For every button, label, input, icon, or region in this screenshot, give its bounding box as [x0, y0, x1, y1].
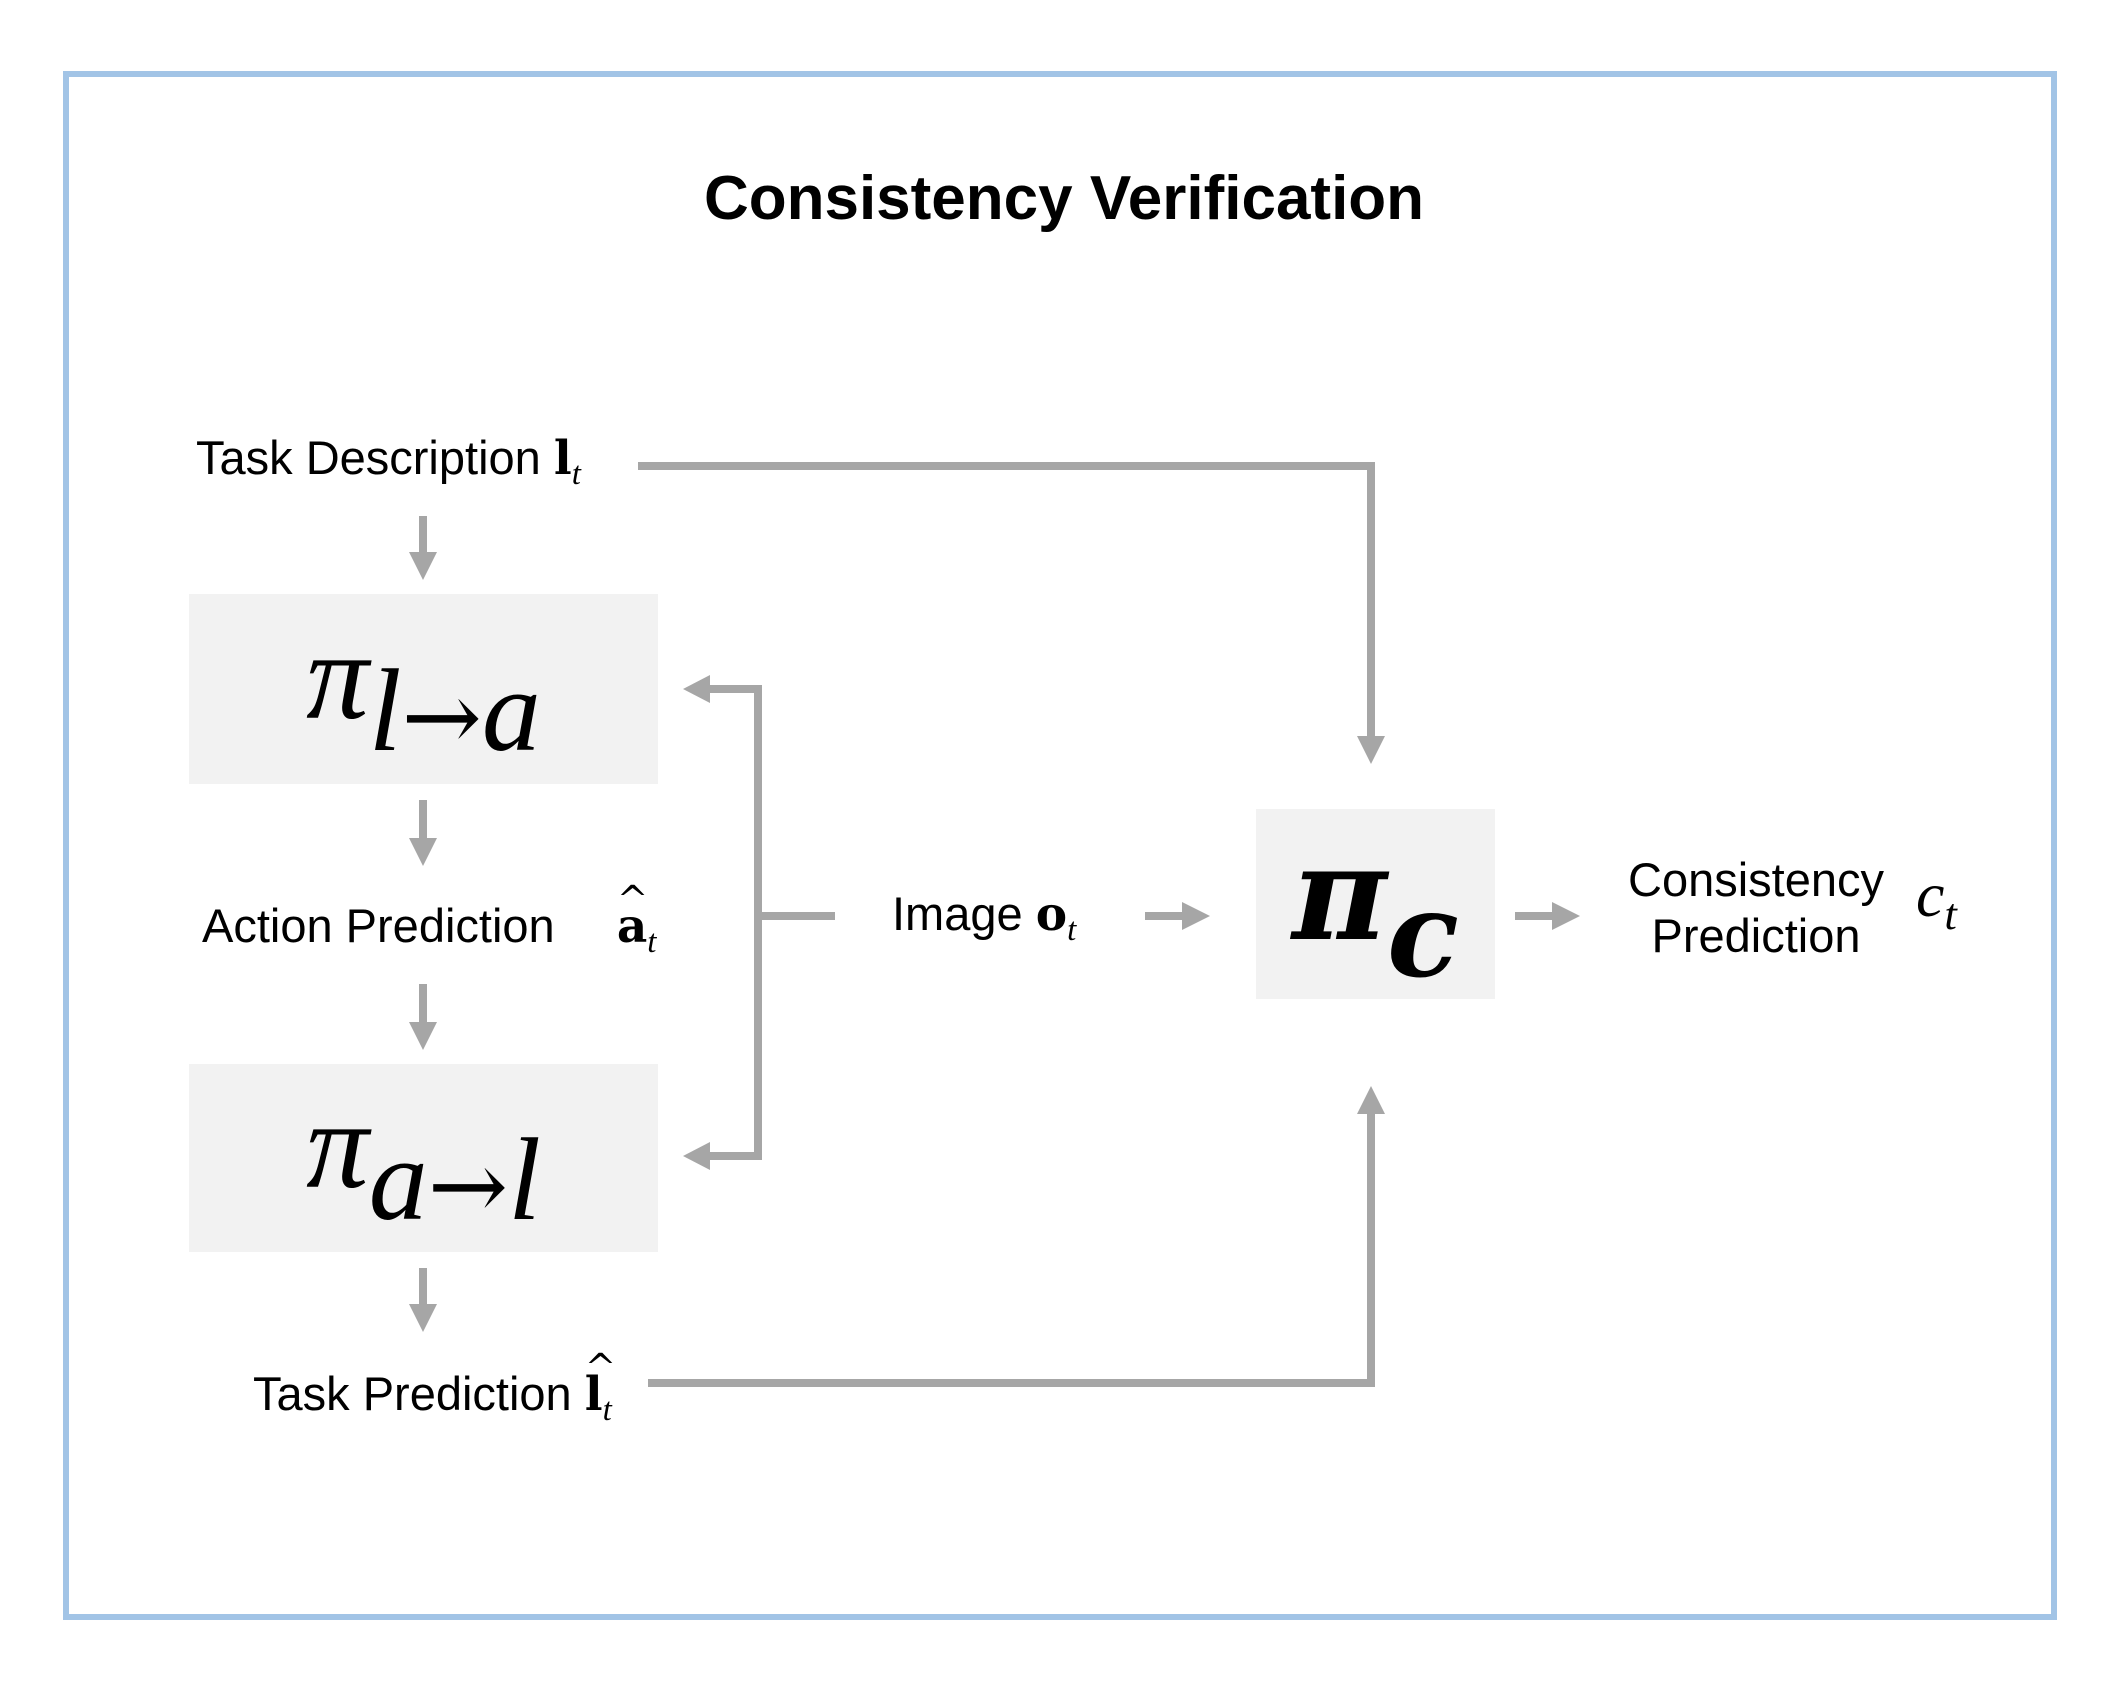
arrowhead-left-icon: [683, 1142, 710, 1170]
policy-l-to-a-subscript: l→a: [368, 645, 541, 776]
node-action-prediction: Action Prediction ^at: [202, 877, 657, 960]
policy-l-to-a-box: π l→a: [189, 594, 658, 784]
pi-symbol: π: [1291, 817, 1388, 970]
action-prediction-label: Action Prediction: [202, 899, 555, 952]
arrowhead-down-icon: [409, 552, 437, 580]
policy-a-to-l-subscript: a→l: [368, 1114, 541, 1245]
arrowhead-right-icon: [1182, 902, 1210, 930]
pi-symbol: π: [306, 607, 369, 746]
arrowhead-left-icon: [683, 675, 710, 703]
consistency-prediction-line2: Prediction: [1651, 909, 1861, 962]
edge-task-desc-to-policy-c: [638, 462, 1375, 740]
action-prediction-symbol: ^at: [616, 877, 657, 960]
arrowhead-down-icon: [409, 1304, 437, 1332]
node-task-description: Task Description lt: [196, 430, 581, 492]
policy-consistency-subscript: c: [1387, 864, 1459, 1004]
diagram-frame: [63, 71, 2057, 1620]
node-consistency-prediction: Consistency Prediction: [1620, 852, 1892, 964]
edge-image-bracket: [708, 685, 762, 1160]
policy-a-to-l-box: π a→l: [189, 1064, 658, 1252]
task-description-label: Task Description: [196, 431, 541, 484]
task-prediction-label: Task Prediction: [253, 1367, 572, 1420]
node-image: Image ot: [892, 886, 1076, 948]
consistency-prediction-symbol: ct: [1916, 859, 1957, 940]
edge-task-pred-to-policy-c: [648, 1110, 1375, 1387]
arrowhead-up-icon: [1357, 1086, 1385, 1114]
arrowhead-down-icon: [409, 1022, 437, 1050]
diagram-title: Consistency Verification: [703, 164, 1425, 233]
policy-consistency-box: π c: [1256, 809, 1495, 1004]
arrowhead-down-icon: [409, 838, 437, 866]
arrowhead-right-icon: [1552, 902, 1580, 930]
task-description-symbol: lt: [553, 431, 581, 492]
image-symbol: ot: [1035, 887, 1077, 948]
image-label: Image: [892, 887, 1023, 940]
arrowhead-down-icon: [1357, 736, 1385, 764]
consistency-prediction-line1: Consistency: [1628, 853, 1884, 906]
pi-symbol: π: [306, 1076, 369, 1215]
task-prediction-symbol: ^lt: [584, 1345, 617, 1428]
node-task-prediction: Task Prediction ^lt: [253, 1345, 617, 1428]
